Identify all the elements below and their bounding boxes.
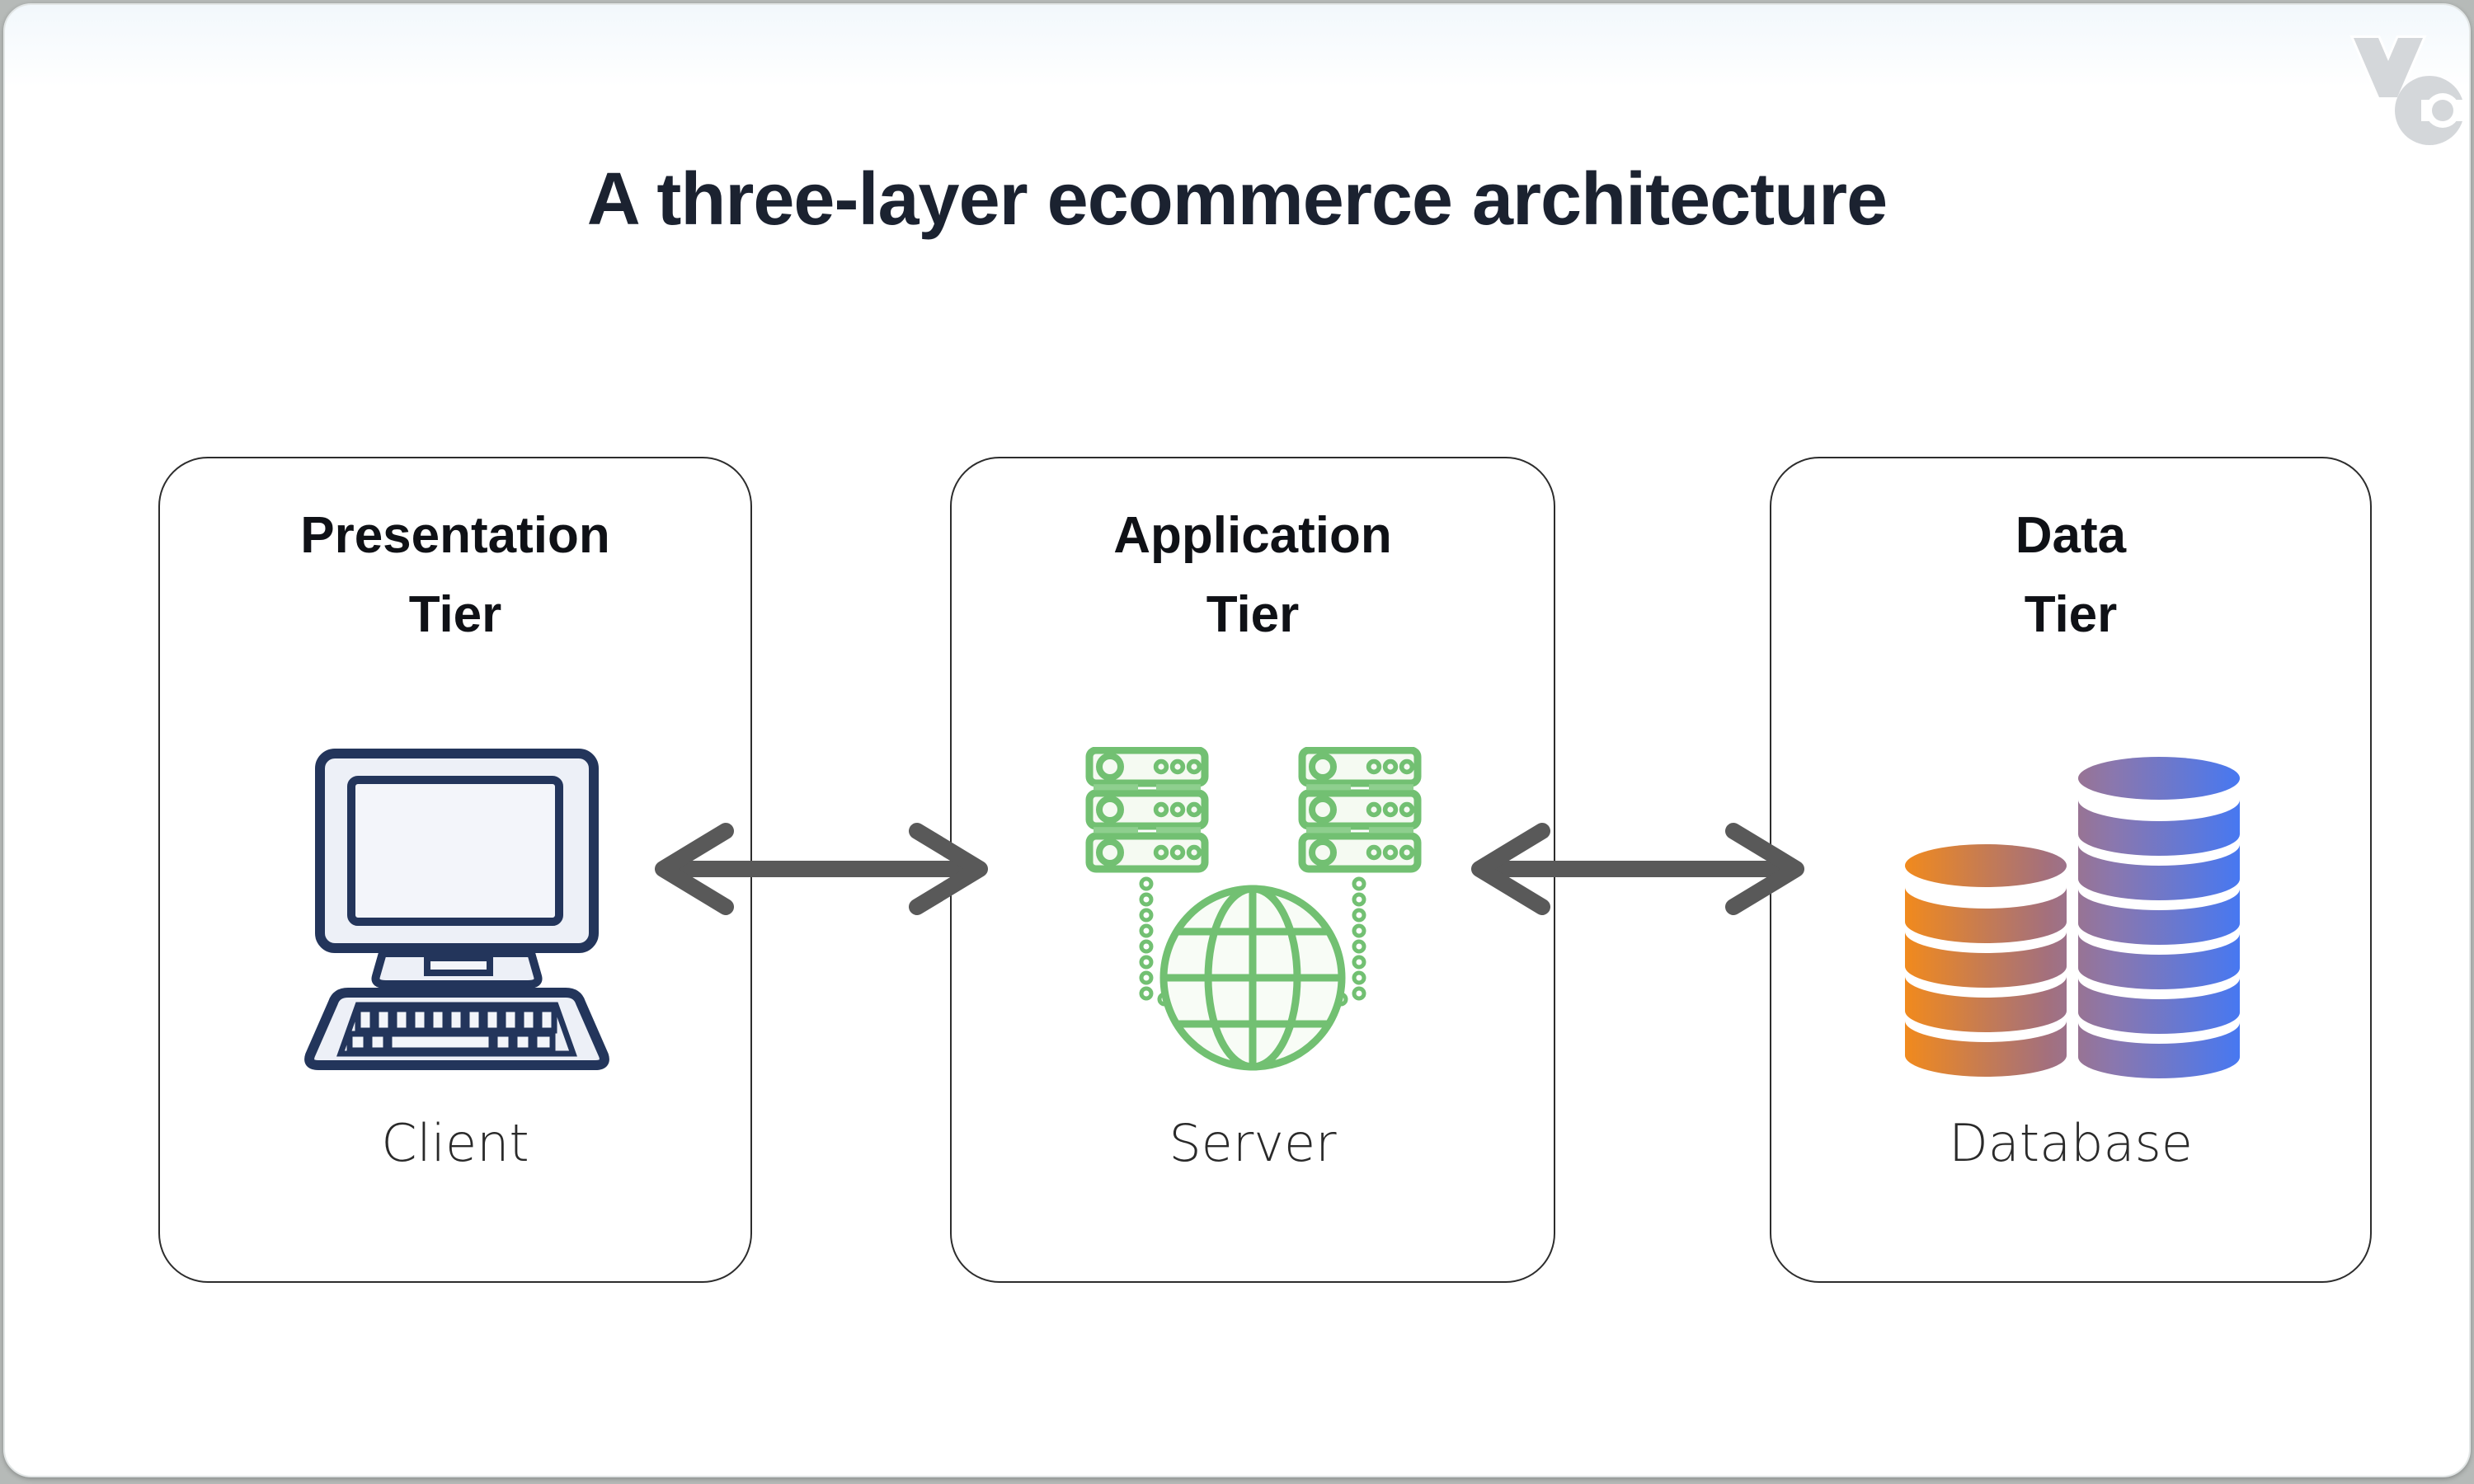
bidirectional-arrow-presentation-application — [655, 823, 988, 915]
diagram-canvas: A three-layer ecommerce architecture Pre… — [3, 3, 2471, 1477]
database-cylinders-icon — [1905, 757, 2240, 1078]
tier-heading-line2: Tier — [1206, 585, 1300, 643]
tier-card-presentation: Presentation Tier — [158, 457, 752, 1283]
tier-heading-line2: Tier — [2024, 585, 2118, 643]
tier-heading-line1: Application — [1113, 506, 1392, 564]
tier-label: Server — [1169, 1115, 1337, 1174]
brand-watermark-icon — [2349, 35, 2462, 145]
tier-heading-line1: Data — [2015, 506, 2127, 564]
tier-heading-line1: Presentation — [300, 506, 610, 564]
page-title: A three-layer ecommerce architecture — [586, 157, 1888, 241]
server-rack-globe-icon — [1085, 747, 1422, 1071]
tier-card-application: Application Tier — [950, 457, 1555, 1283]
desktop-computer-icon — [304, 749, 609, 1070]
tier-heading: Presentation Tier — [160, 458, 750, 655]
tier-label: Database — [1949, 1115, 2193, 1174]
tier-heading: Data Tier — [1771, 458, 2370, 655]
tier-label: Client — [381, 1115, 529, 1174]
tier-heading: Application Tier — [952, 458, 1554, 655]
tier-card-data: Data Tier — [1770, 457, 2372, 1283]
bidirectional-arrow-application-data — [1471, 823, 1804, 915]
tier-heading-line2: Tier — [408, 585, 502, 643]
